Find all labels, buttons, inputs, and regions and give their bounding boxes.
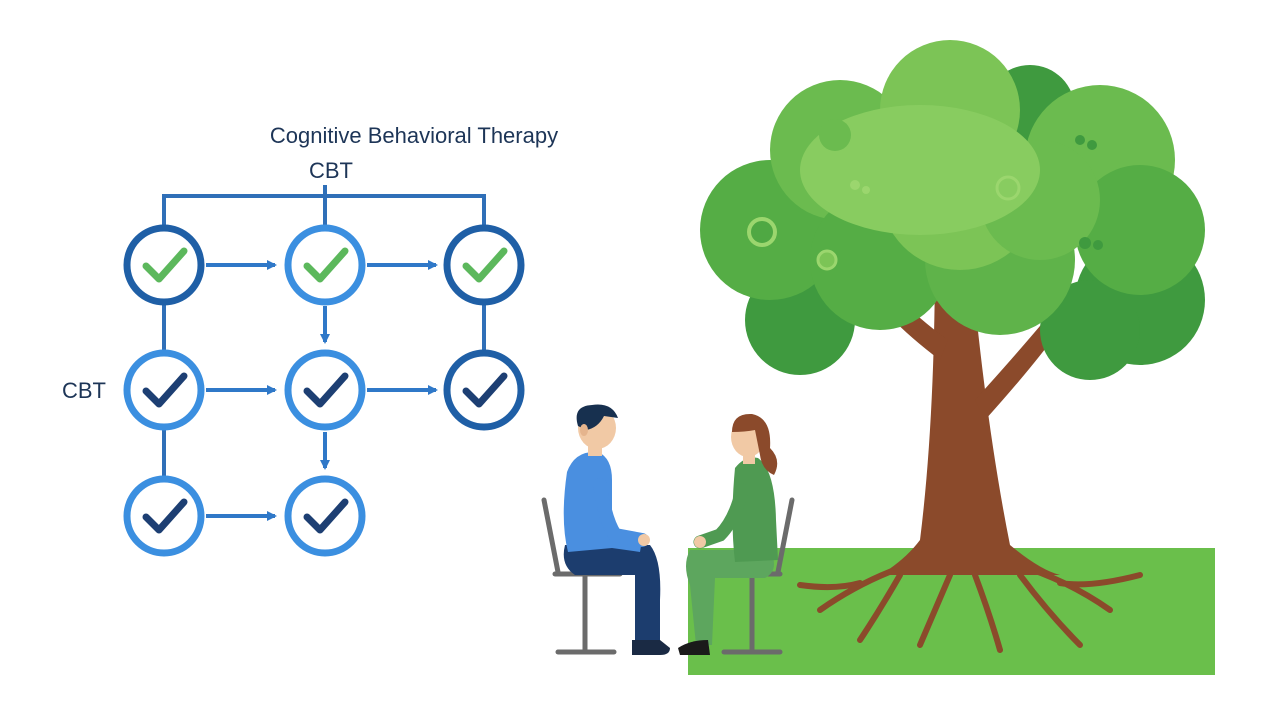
man-figure — [563, 404, 670, 655]
node-r2c2 — [284, 349, 366, 431]
woman-hand — [694, 536, 706, 548]
woman-legs — [686, 550, 774, 645]
cbt-diagram: Cognitive Behavioral Therapy CBT CBT — [62, 123, 558, 557]
woman-arm — [693, 483, 749, 549]
flow-arrows — [206, 260, 438, 521]
node-r1c3 — [443, 224, 525, 306]
woman-dress — [732, 457, 778, 562]
node-r1c1 — [123, 224, 205, 306]
woman-hair — [732, 413, 778, 475]
node-r3c2 — [284, 475, 366, 557]
woman-shoe — [678, 640, 710, 655]
tree-foliage — [700, 40, 1205, 380]
check-icon — [142, 372, 188, 408]
check-icon — [142, 498, 188, 534]
man-shoe — [632, 640, 670, 655]
check-icon — [303, 498, 349, 534]
check-icon — [462, 372, 508, 408]
node-r2c3 — [443, 349, 525, 431]
man-arm — [593, 478, 649, 547]
side-cbt-label: CBT — [62, 378, 106, 403]
top-cbt-label: CBT — [309, 158, 353, 183]
man-pants — [563, 545, 661, 640]
check-icon — [303, 372, 349, 408]
check-icon — [142, 247, 188, 283]
bracket-connectors — [162, 185, 486, 476]
diagram-title: Cognitive Behavioral Therapy — [270, 123, 558, 148]
therapy-illustration — [541, 40, 1215, 675]
man-hand — [638, 534, 650, 546]
man-ear — [580, 424, 588, 436]
woman-figure — [678, 413, 778, 655]
check-icon — [303, 247, 349, 283]
node-r2c1 — [123, 349, 205, 431]
node-r1c2 — [284, 224, 366, 306]
check-icon — [462, 247, 508, 283]
node-r3c1 — [123, 475, 205, 557]
man-hair — [576, 404, 618, 430]
